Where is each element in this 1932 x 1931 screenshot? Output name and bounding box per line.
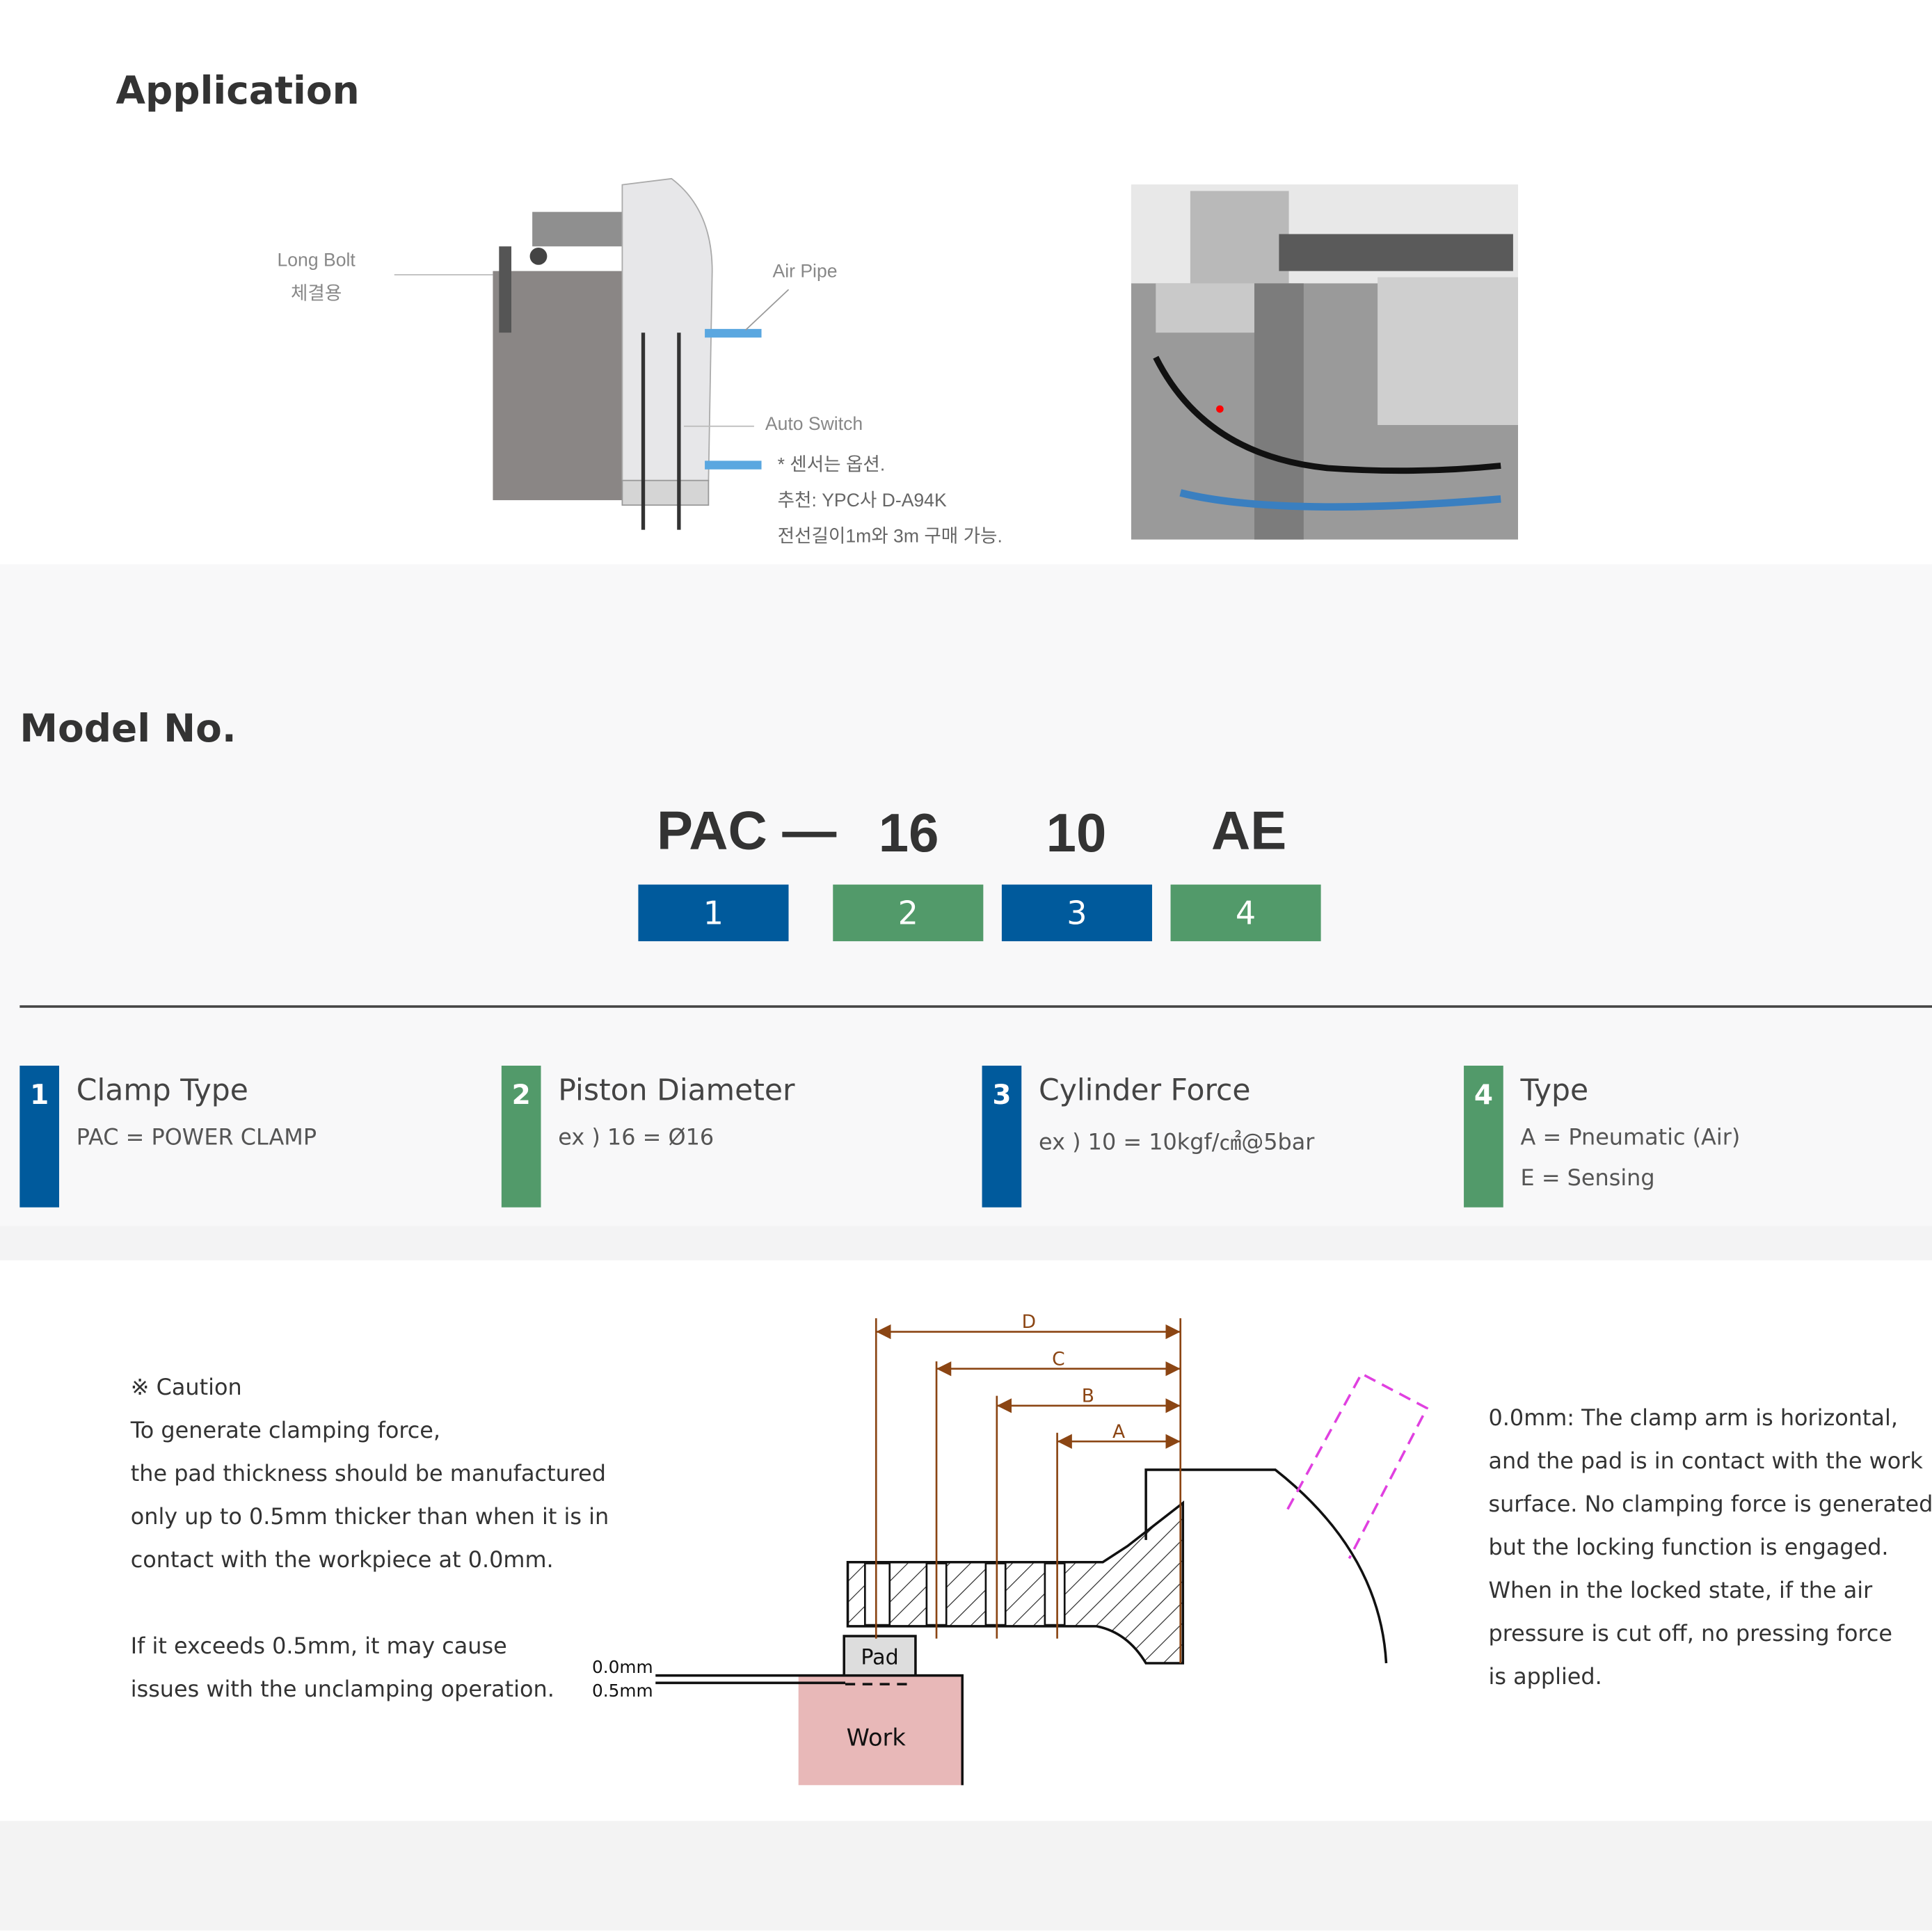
model-code-prefix: PAC — — [656, 801, 837, 861]
description-line: and the pad is in contact with the work — [1488, 1448, 1923, 1475]
description-line: but the locking function is engaged. — [1488, 1535, 1889, 1561]
dim-label-b: B — [1082, 1386, 1094, 1407]
pad-label: Pad — [861, 1646, 898, 1670]
model-code-piston: 16 — [878, 803, 939, 864]
caution-line: To generate clamping force, — [130, 1418, 441, 1444]
caution-line: only up to 0.5mm thicker than when it is… — [130, 1504, 609, 1530]
description-line: When in the locked state, if the air — [1488, 1578, 1873, 1604]
legend-number: 3 — [982, 1066, 1022, 1208]
pad-block — [843, 1635, 917, 1677]
description-line: pressure is cut off, no pressing force — [1488, 1621, 1893, 1647]
level-0mm-label: 0.0mm — [592, 1657, 653, 1677]
description-line: 0.0mm: The clamp arm is horizontal, — [1488, 1405, 1898, 1432]
dim-label-d: D — [1022, 1311, 1036, 1333]
code-box-3: 3 — [1001, 884, 1152, 942]
caution-line: If it exceeds 0.5mm, it may cause — [130, 1633, 507, 1660]
legend-title: Piston Diameter — [558, 1073, 795, 1108]
long-bolt-label: Long Bolt — [277, 250, 356, 271]
model-code-type: AE — [1211, 801, 1287, 861]
model-code-force: 10 — [1046, 803, 1107, 864]
legend-title: Clamp Type — [76, 1073, 248, 1108]
description-line: surface. No clamping force is generated, — [1488, 1491, 1932, 1518]
legend-desc: PAC = POWER CLAMP — [76, 1125, 317, 1151]
application-title: Application — [115, 69, 360, 113]
application-photo — [1131, 184, 1518, 540]
clamp-illustration — [394, 177, 790, 530]
legend-title: Cylinder Force — [1039, 1073, 1251, 1108]
sensor-option-note: * 센서는 옵션. — [777, 454, 886, 476]
code-box-1: 1 — [638, 884, 789, 942]
spacer — [131, 1582, 609, 1625]
code-box-4: 4 — [1170, 884, 1321, 942]
level-05mm-label: 0.5mm — [592, 1681, 653, 1701]
description-line: is applied. — [1488, 1664, 1602, 1690]
sensor-recommend-note: 추천: YPC사 D-A94K — [777, 490, 947, 512]
footer-band — [0, 1820, 1932, 1931]
legend-number: 1 — [19, 1066, 60, 1208]
divider — [19, 1005, 1932, 1008]
locking-description: 0.0mm: The clamp arm is horizontal, and … — [1488, 1397, 1932, 1699]
model-title: Model No. — [19, 707, 237, 752]
clamp-body — [493, 271, 629, 501]
caution-line: contact with the workpiece at 0.0mm. — [130, 1547, 554, 1573]
legend-desc: ex ) 16 = Ø16 — [558, 1125, 714, 1151]
legend-desc: A = Pneumatic (Air) — [1520, 1125, 1741, 1151]
caution-line: the pad thickness should be manufactured — [130, 1461, 607, 1487]
code-box-2: 2 — [833, 884, 984, 942]
caution-line: issues with the unclamping operation. — [130, 1676, 554, 1703]
legend-title: Type — [1520, 1073, 1589, 1108]
dim-label-a: A — [1112, 1421, 1125, 1443]
dim-label-c: C — [1052, 1348, 1065, 1370]
pad-diagram: D C B A Pad Work 0.0mm 0.5mm — [592, 1311, 1429, 1786]
legend-number: 4 — [1464, 1066, 1503, 1208]
work-block — [798, 1675, 963, 1786]
wire-length-note: 전선길이1m와 3m 구매 가능. — [777, 526, 1003, 547]
caution-text: ※ Caution To generate clamping force, th… — [131, 1366, 609, 1711]
legend-number: 2 — [501, 1066, 541, 1208]
legend-desc: E = Sensing — [1520, 1165, 1655, 1192]
work-label: Work — [847, 1724, 907, 1752]
air-pipe-label: Air Pipe — [772, 261, 838, 282]
caution-heading: ※ Caution — [130, 1375, 242, 1401]
section-divider-band — [0, 1226, 1932, 1260]
long-bolt-kr-label: 체결용 — [290, 283, 342, 305]
legend-desc: ex ) 10 = 10kgf/㎠@5bar — [1039, 1130, 1315, 1156]
auto-switch-label: Auto Switch — [765, 414, 863, 435]
